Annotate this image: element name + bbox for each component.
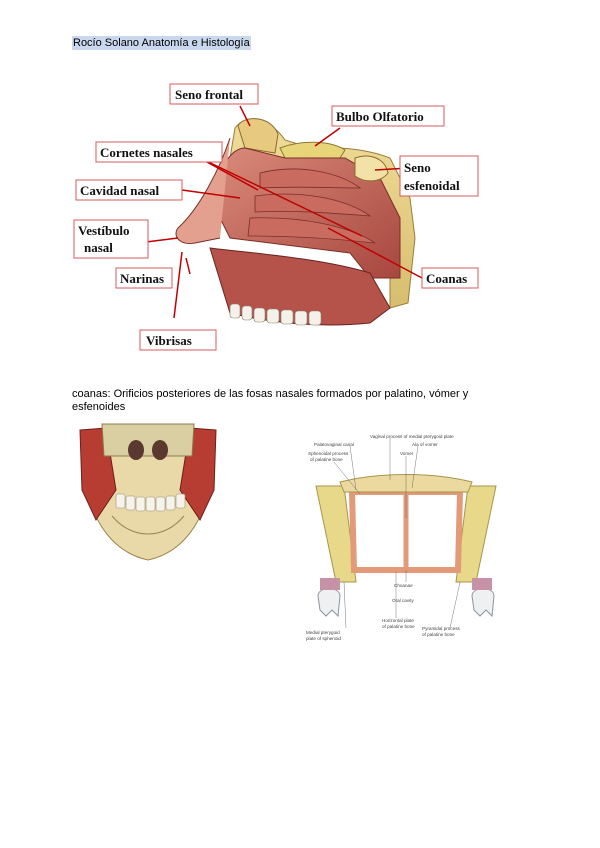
label-palatovaginal-canal: Palatovaginal canal bbox=[314, 442, 354, 447]
gum-right bbox=[472, 578, 492, 590]
nasal-cavity-sagittal-figure: Seno frontal Bulbo Olfatorio Cornetes na… bbox=[70, 78, 484, 354]
label-vomer: Vomer bbox=[400, 451, 414, 456]
choanae-posterior-figure: Vaginal process of medial pterygoid plat… bbox=[300, 432, 512, 648]
label-medial-pterygoid-1: Medial pterygoid bbox=[306, 630, 340, 635]
label-cornetes-nasales: Cornetes nasales bbox=[100, 145, 193, 160]
label-pyramidal-process-1: Pyramidal process bbox=[422, 626, 460, 631]
label-sphenoidal-process-1: Sphenoidal process bbox=[308, 451, 349, 456]
label-seno-esfenoidal-line2: esfenoidal bbox=[404, 178, 460, 193]
coanas-caption: coanas: Orificios posteriores de las fos… bbox=[72, 388, 482, 414]
label-coanas: Coanas bbox=[426, 271, 467, 286]
label-seno-esfenoidal-line1: Seno bbox=[404, 160, 431, 175]
tooth-left bbox=[318, 589, 340, 617]
label-oral-cavity: Oral cavity bbox=[392, 598, 414, 603]
gum-left bbox=[320, 578, 340, 590]
label-ala-vomer: Ala of vomer bbox=[412, 442, 438, 447]
choana-right bbox=[152, 440, 168, 460]
label-sphenoidal-process-2: of palatine bone bbox=[310, 457, 343, 462]
label-bulbo-olfatorio: Bulbo Olfatorio bbox=[336, 109, 424, 124]
label-vibrisas: Vibrisas bbox=[146, 333, 192, 348]
label-vaginal-process: Vaginal process of medial pterygoid plat… bbox=[370, 434, 454, 439]
label-choanae: Choanae bbox=[394, 583, 413, 588]
upper-skull bbox=[102, 424, 194, 456]
label-vestibulo-line1: Vestíbulo bbox=[78, 223, 130, 238]
document-header: Rocío Solano Anatomía e Histología bbox=[72, 36, 251, 50]
label-narinas: Narinas bbox=[120, 271, 164, 286]
tooth-right bbox=[472, 589, 494, 617]
label-seno-frontal: Seno frontal bbox=[175, 87, 243, 102]
label-horizontal-plate-2: of palatine bone bbox=[382, 624, 415, 629]
skull-posterior-figure bbox=[72, 420, 224, 566]
choana-left bbox=[128, 440, 144, 460]
label-horizontal-plate-1: Horizontal plate bbox=[382, 618, 414, 623]
label-cavidad-nasal: Cavidad nasal bbox=[80, 183, 159, 198]
label-vestibulo-line2: nasal bbox=[84, 240, 113, 255]
olfactory-bulb bbox=[280, 142, 345, 158]
label-pyramidal-process-2: of palatine bone bbox=[422, 632, 455, 637]
label-medial-pterygoid-2: plate of sphenoid bbox=[306, 636, 341, 641]
